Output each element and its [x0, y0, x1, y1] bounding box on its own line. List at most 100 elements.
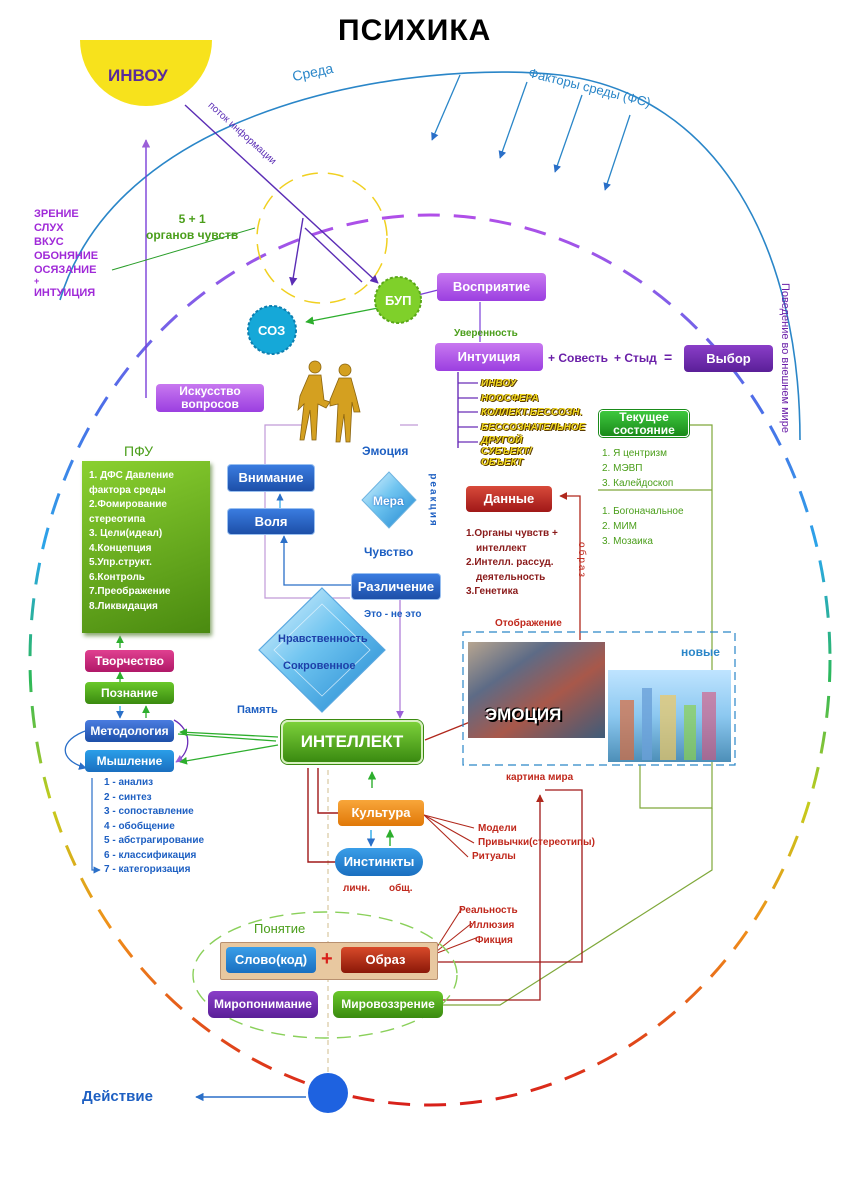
image-box[interactable]: Образ [341, 947, 430, 973]
state-list-1: 1. Я центризм 2. МЭВП 3. Калейдоскоп [602, 446, 673, 491]
pfu-item: 3. Цели(идеал) [89, 528, 163, 539]
state-list-2: 1. Богоначальное 2. МИМ 3. Мозаика [602, 504, 684, 549]
intuition-source-item: КОЛЛЕКТ.БЕССОЗН. [481, 407, 583, 419]
conscience-label: + Совесть [548, 351, 608, 365]
memory-label: Память [237, 704, 278, 716]
thinking-list: 1 - анализ 2 - синтез 3 - сопоставление … [104, 776, 204, 878]
novye-label: новые [681, 645, 720, 659]
state-item: 1. Богоначальное [602, 506, 684, 517]
pfu-item: фактора среды [89, 484, 166, 496]
culture-box[interactable]: Культура [338, 800, 424, 826]
attention-box[interactable]: Внимание [227, 464, 315, 492]
intuition-sources: ИНВОУ НООСФЕРА КОЛЛЕКТ.БЕССОЗН. БЕССОЗНА… [481, 377, 585, 468]
feeling-label: Чувство [364, 545, 414, 559]
pfu-item: 2.Фомирование [89, 499, 167, 510]
thinking-item: 7 - категоризация [104, 864, 191, 875]
reality-item: Реальность [459, 905, 518, 916]
pfu-item: 4.Концепция [89, 542, 152, 554]
treasured-label: Сокровенное [283, 660, 356, 672]
obshch-label: общ. [389, 883, 413, 894]
sense-item: + [34, 276, 40, 286]
sense-item: ЗРЕНИЕ [34, 208, 79, 220]
intellect-box[interactable]: ИНТЕЛЛЕКТ [281, 720, 423, 764]
creativity-box[interactable]: Творчество [85, 650, 174, 672]
behavior-label: Поведение во внешнем мире [779, 282, 792, 434]
intuition-source-item: НООСФЕРА [481, 392, 539, 404]
pfu-item: 7.Преображение [89, 586, 171, 597]
data-item: 2.Интелл. рассуд. [466, 557, 554, 568]
senses-list: ЗРЕНИЕ СЛУХ ВКУС ОБОНЯНИЕ ОСЯЗАНИЕ + ИНТ… [34, 207, 98, 300]
state-item: 3. Мозаика [602, 536, 653, 547]
state-item: 3. Калейдоскоп [602, 478, 674, 489]
senses-title: 5 + 1 органов чувств [146, 212, 239, 242]
lichn-label: личн. [343, 883, 371, 894]
state-item: 2. МЭВП [602, 463, 643, 474]
culture-list: Модели Привычки(стереотипы) Ритуалы [472, 822, 595, 864]
state-item: 2. МИМ [602, 521, 637, 532]
choice-box[interactable]: Выбор [684, 345, 773, 372]
plus-sign: + [321, 948, 333, 970]
worldview-box[interactable]: Мировоззрение [333, 991, 443, 1018]
emotion-label: Эмоция [362, 444, 409, 458]
data-box[interactable]: Данные [466, 486, 552, 512]
sense-item: ОБОНЯНИЕ [34, 250, 99, 262]
otobrazhenie-label: Отображение [495, 618, 562, 629]
sense-item: ВКУС [34, 236, 64, 248]
art-questions-box[interactable]: Искусство вопросов [156, 384, 264, 412]
instincts-box[interactable]: Инстинкты [335, 848, 423, 876]
reality-item: Иллюзия [469, 920, 515, 931]
data-item: 1.Органы чувств + [466, 528, 558, 539]
cognition-box[interactable]: Познание [85, 682, 174, 704]
action-label: Действие [82, 1088, 153, 1105]
culture-item: Ритуалы [472, 851, 516, 862]
ponyatie-label: Понятие [254, 921, 306, 936]
methodology-box[interactable]: Методология [85, 720, 174, 742]
current-state-box[interactable]: Текущее состояние [599, 410, 689, 437]
data-item: интеллект [476, 542, 527, 554]
thinking-box[interactable]: Мышление [85, 750, 174, 772]
thinking-item: 4 - обобщение [104, 820, 175, 832]
data-list: 1.Органы чувств + интеллект 2.Интелл. ра… [466, 527, 558, 600]
pfu-item: 5.Упр.структ. [89, 557, 152, 568]
obraz-vertical-label: образ [575, 542, 587, 579]
emotion-image-label: ЭМОЦИЯ [485, 705, 562, 724]
confidence-label: Уверенность [454, 328, 518, 339]
not-this-label: Это - не это [364, 609, 422, 620]
sense-item: ОСЯЗАНИЕ [34, 264, 97, 276]
page-title: ПСИХИКА [338, 14, 492, 47]
mera-label: Мера [373, 494, 404, 508]
world-understanding-box[interactable]: Миропонимание [208, 991, 318, 1018]
word-box[interactable]: Слово(код) [226, 947, 316, 973]
pfu-label: ПФУ [124, 443, 153, 459]
pfu-item: 1. ДФС Давление [89, 470, 174, 481]
pfu-note: 1. ДФС Давление фактора среды 2.Фомирова… [82, 461, 210, 633]
pfu-item: 6.Контроль [89, 571, 145, 583]
morality-label: Нравственность [278, 633, 368, 645]
razlichenie-box[interactable]: Различение [351, 573, 441, 600]
reality-list: Реальность Иллюзия Фикция [459, 903, 518, 948]
bup-label: БУП [385, 293, 412, 308]
culture-item: Модели [478, 823, 517, 834]
data-item: 3.Генетика [466, 586, 519, 597]
sense-item: ИНТУИЦИЯ [34, 287, 96, 299]
pfu-item: стереотипа [89, 513, 146, 525]
sense-item: СЛУХ [34, 222, 64, 234]
intuition-source-item: ИНВОУ [481, 378, 517, 389]
thinking-item: 6 - классификация [104, 849, 197, 861]
equals-label: = [664, 349, 673, 365]
intuition-box[interactable]: Интуиция [435, 343, 543, 371]
will-box[interactable]: Воля [227, 508, 315, 535]
thinking-item: 2 - синтез [104, 791, 152, 803]
thinking-item: 5 - абстрагирование [104, 835, 205, 846]
picture-world-label: картина мира [506, 772, 574, 783]
pfu-item: 8.Ликвидация [89, 600, 158, 612]
data-item: деятельность [476, 571, 546, 583]
thinking-item: 1 - анализ [104, 777, 154, 788]
shame-label: + Стыд [614, 351, 657, 365]
state-item: 1. Я центризм [602, 448, 668, 459]
reaction-label: реакция [427, 473, 439, 528]
perception-box[interactable]: Восприятие [437, 273, 546, 301]
intuition-source-item: БЕССОЗНАТЕЛЬНОЕ [481, 421, 586, 433]
